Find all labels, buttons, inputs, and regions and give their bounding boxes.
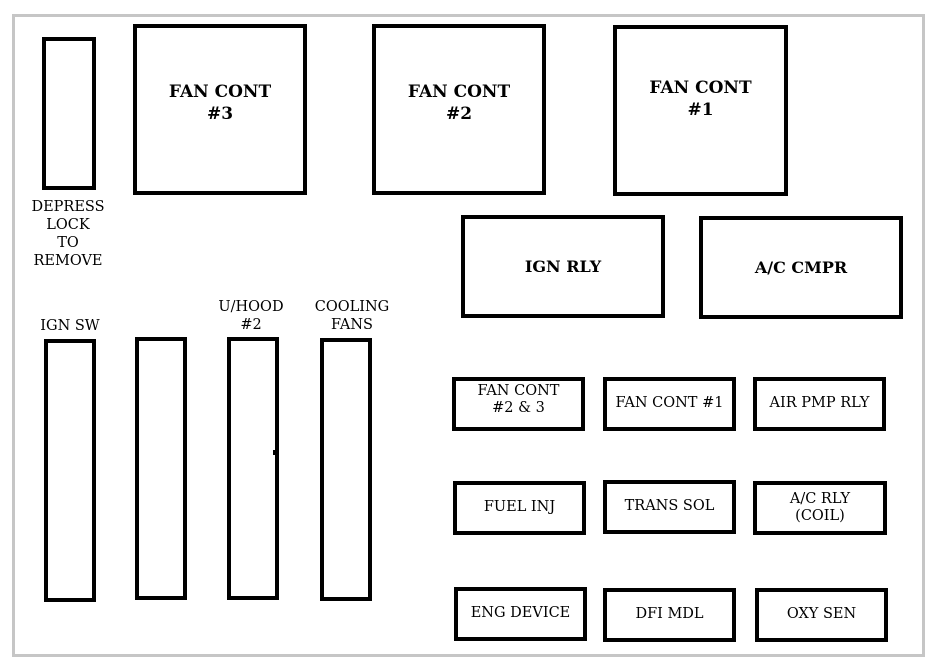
relay-fan-cont-1: FAN CONT #1	[613, 25, 788, 196]
mini-fuse-fan-cont-2-3: FAN CONT #2 & 3	[452, 377, 585, 431]
mini-fuse-air-pmp-rly: AIR PMP RLY	[753, 377, 886, 431]
u-hood-2-label: U/HOOD #2	[218, 299, 284, 334]
mini-fuse-fan-cont-1-label: FAN CONT #1	[615, 395, 724, 412]
mini-fuse-ac-rly-coil-label: A/C RLY (COIL)	[789, 490, 851, 524]
cooling-fans-label: COOLING FANS	[314, 299, 390, 334]
mini-fuse-fuel-inj: FUEL INJ	[453, 481, 586, 535]
mini-fuse-eng-device-label: ENG DEVICE	[470, 605, 571, 622]
relay-ign-rly: IGN RLY	[461, 215, 665, 318]
mini-fuse-fuel-inj-label: FUEL INJ	[483, 499, 556, 516]
mini-fuse-fan-cont-1: FAN CONT #1	[603, 377, 736, 431]
maxi-fuse-unlabeled	[135, 337, 187, 600]
mini-fuse-oxy-sen: OXY SEN	[755, 588, 888, 642]
mini-fuse-trans-sol-label: TRANS SOL	[624, 498, 715, 515]
mini-fuse-ac-rly-coil: A/C RLY (COIL)	[753, 481, 887, 535]
relay-ac-cmpr-label: A/C CMPR	[754, 257, 848, 277]
mini-fuse-air-pmp-rly-label: AIR PMP RLY	[769, 395, 870, 412]
relay-ign-rly-label: IGN RLY	[524, 256, 602, 276]
ign-sw-label: IGN SW	[40, 318, 100, 334]
mini-fuse-fan-cont-2-3-label: FAN CONT #2 & 3	[477, 382, 560, 416]
lock-tab	[42, 37, 96, 190]
mini-fuse-dfi-mdl-label: DFI MDL	[635, 606, 704, 623]
relay-fan-cont-2-label: FAN CONT #2	[407, 82, 511, 124]
relay-fan-cont-2: FAN CONT #2	[372, 24, 546, 195]
relay-fan-cont-3: FAN CONT #3	[133, 24, 307, 195]
relay-ac-cmpr: A/C CMPR	[699, 216, 903, 319]
relay-fan-cont-1-label: FAN CONT #1	[649, 78, 752, 120]
relay-fan-cont-3-label: FAN CONT #3	[168, 82, 272, 124]
lock-label: DEPRESS LOCK TO REMOVE	[31, 199, 105, 270]
maxi-fuse-mark	[273, 450, 275, 455]
mini-fuse-eng-device: ENG DEVICE	[454, 587, 587, 641]
mini-fuse-oxy-sen-label: OXY SEN	[786, 606, 857, 623]
maxi-fuse-u-hood-2	[227, 337, 279, 600]
maxi-fuse-ign-sw	[44, 339, 96, 602]
mini-fuse-trans-sol: TRANS SOL	[603, 480, 736, 534]
mini-fuse-dfi-mdl: DFI MDL	[603, 588, 736, 642]
maxi-fuse-cooling-fans	[320, 338, 372, 601]
